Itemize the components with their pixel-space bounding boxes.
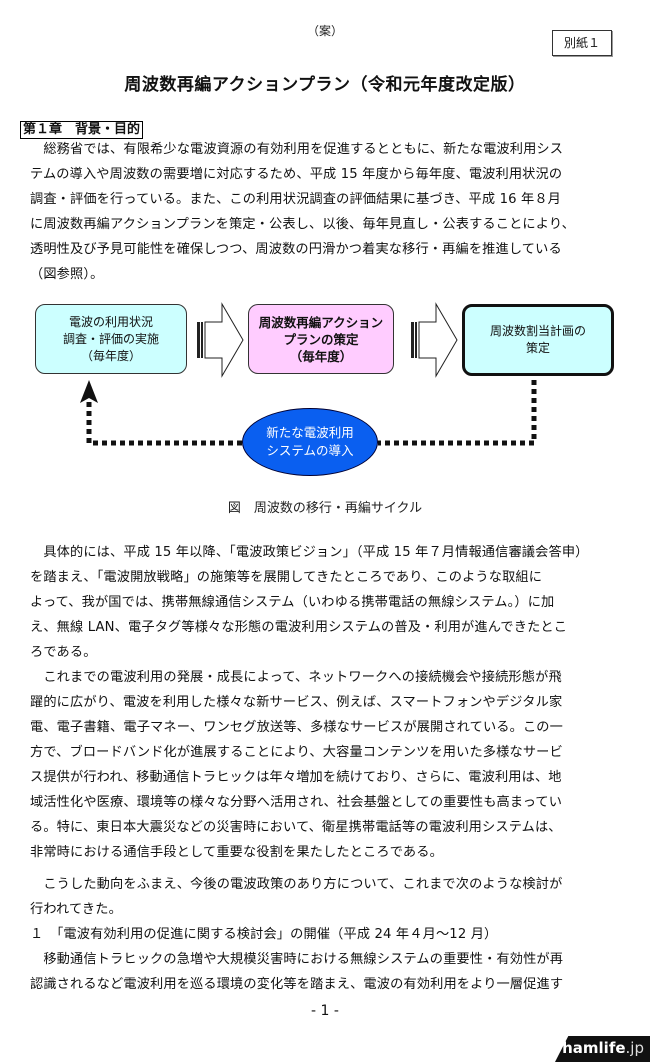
text-line: （図参照）。 xyxy=(30,267,104,282)
paragraph-specifics: 具体的には、平成 15 年以降、「電波政策ビジョン」（平成 15 年７月情報通信… xyxy=(30,540,630,865)
paragraph-intro: 総務省では、有限希少な電波資源の有効利用を促進するとともに、新たな電波利用シス … xyxy=(30,137,630,287)
draft-label: （案） xyxy=(306,24,343,38)
text-line: テムの導入や周波数の需要増に対応するため、平成 15 年度から毎年度、電波利用状… xyxy=(30,167,563,182)
box-action-plan: 周波数再編アクション プランの策定 （毎年度） xyxy=(248,304,394,374)
page-number: - 1 - xyxy=(311,1003,339,1019)
text-line: 行われてきた。 xyxy=(30,902,122,917)
text-line: 電、電子書籍、電子マネー、ワンセグ放送等、多様なサービスが展開されている。この一 xyxy=(30,720,563,735)
text-line: 方で、ブロードバンド化が進展することにより、大容量コンテンツを用いた多様なサービ xyxy=(30,745,563,760)
text-line: え、無線 LAN、電子タグ等様々な形態の電波利用システムの普及・利用が進んできた… xyxy=(30,620,568,635)
watermark-name: hamlife xyxy=(562,1039,626,1057)
box-line: 調査・評価の実施 xyxy=(62,331,159,346)
watermark-tld: .jp xyxy=(625,1039,644,1057)
text-line: 域活性化や医療、環境等の様々な分野へ活用され、社会基盤としての重要性も高まってい xyxy=(30,795,563,810)
hamlife-watermark-logo: hamlife.jp xyxy=(555,1036,650,1062)
item-heading: １ 「電波有効利用の促進に関する検討会」の開催（平成 24 年４月～12 月） xyxy=(30,927,498,942)
watermark-text: hamlife.jp xyxy=(562,1039,644,1057)
text-line: 認識されるなど電波利用を巡る環境の変化等を踏まえ、電波の有効利用をより一層促進す xyxy=(30,977,564,992)
box-line: 周波数割当計画の xyxy=(489,324,586,338)
text-line: 躍的に広がり、電波を利用した様々な新サービス、例えば、スマートフォンやデジタル家 xyxy=(30,695,563,710)
box-line: （毎年度） xyxy=(80,348,141,363)
text-line: ろである。 xyxy=(30,645,97,660)
document-title: 周波数再編アクションプラン（令和元年度改定版） xyxy=(124,75,526,95)
ellipse-line: システムの導入 xyxy=(266,443,354,458)
frequency-cycle-diagram: 電波の利用状況 調査・評価の実施 （毎年度） 周波数再編アクション プランの策定… xyxy=(0,290,650,510)
block-arrow-right-icon xyxy=(411,302,458,378)
text-line: を踏まえ、「電波開放戦略」の施策等を展開してきたところであり、このような取組に xyxy=(30,570,543,585)
text-line: 具体的には、平成 15 年以降、「電波政策ビジョン」（平成 15 年７月情報通信… xyxy=(30,545,589,560)
box-line: 電波の利用状況 xyxy=(68,314,153,329)
text-line: ス提供が行われ、移動通信トラヒックは年々増加を続けており、さらに、電波利用は、地 xyxy=(30,770,562,785)
text-line: 透明性及び予見可能性を確保しつつ、周波数の円滑かつ着実な移行・再編を推進している xyxy=(30,242,562,257)
dotted-connector-left xyxy=(86,400,242,446)
text-line: よって、我が国では、携帯無線通信システム（いわゆる携帯電話の無線システム。）に加 xyxy=(30,595,555,610)
ellipse-new-system: 新たな電波利用 システムの導入 xyxy=(242,408,378,476)
text-line: る。特に、東日本大震災などの災害時において、衛星携帯電話等の電波利用システムは、 xyxy=(30,820,562,835)
attachment-label: 別紙１ xyxy=(552,30,612,56)
box-usage-survey: 電波の利用状況 調査・評価の実施 （毎年度） xyxy=(35,304,187,374)
text-line: これまでの電波利用の発展・成長によって、ネットワークへの接続機会や接続形態が飛 xyxy=(30,670,562,685)
arrowhead-up-icon xyxy=(80,380,98,403)
text-line: 調査・評価を行っている。また、この利用状況調査の評価結果に基づき、平成 16 年… xyxy=(30,192,562,207)
text-line: 非常時における通信手段として重要な役割を果たしたところである。 xyxy=(30,845,443,860)
paragraph-trends: こうした動向をふまえ、今後の電波政策のあり方について、これまで次のような検討が … xyxy=(30,872,630,997)
ellipse-line: 新たな電波利用 xyxy=(266,425,354,440)
text-line: こうした動向をふまえ、今後の電波政策のあり方について、これまで次のような検討が xyxy=(30,877,563,892)
dotted-connector-right xyxy=(378,380,537,446)
box-line: 策定 xyxy=(525,341,550,355)
box-allocation-plan: 周波数割当計画の 策定 xyxy=(462,304,614,376)
text-line: 移動通信トラヒックの急増や大規模災害時における無線システムの重要性・有効性が再 xyxy=(30,952,564,967)
box-line: プランの策定 xyxy=(283,331,359,347)
watermark-background xyxy=(555,1036,650,1062)
diagram-connectors xyxy=(80,302,537,446)
block-arrow-right-icon xyxy=(197,302,244,378)
text-line: 総務省では、有限希少な電波資源の有効利用を促進するとともに、新たな電波利用シス xyxy=(30,142,564,157)
box-line: 周波数再編アクション xyxy=(258,314,384,330)
figure-caption: 図 周波数の移行・再編サイクル xyxy=(227,501,423,516)
box-line: （毎年度） xyxy=(289,348,353,364)
chapter-heading: 第１章 背景・目的 xyxy=(20,121,144,139)
text-line: に周波数再編アクションプランを策定・公表し、以後、毎年見直し・公表することにより… xyxy=(30,217,575,232)
